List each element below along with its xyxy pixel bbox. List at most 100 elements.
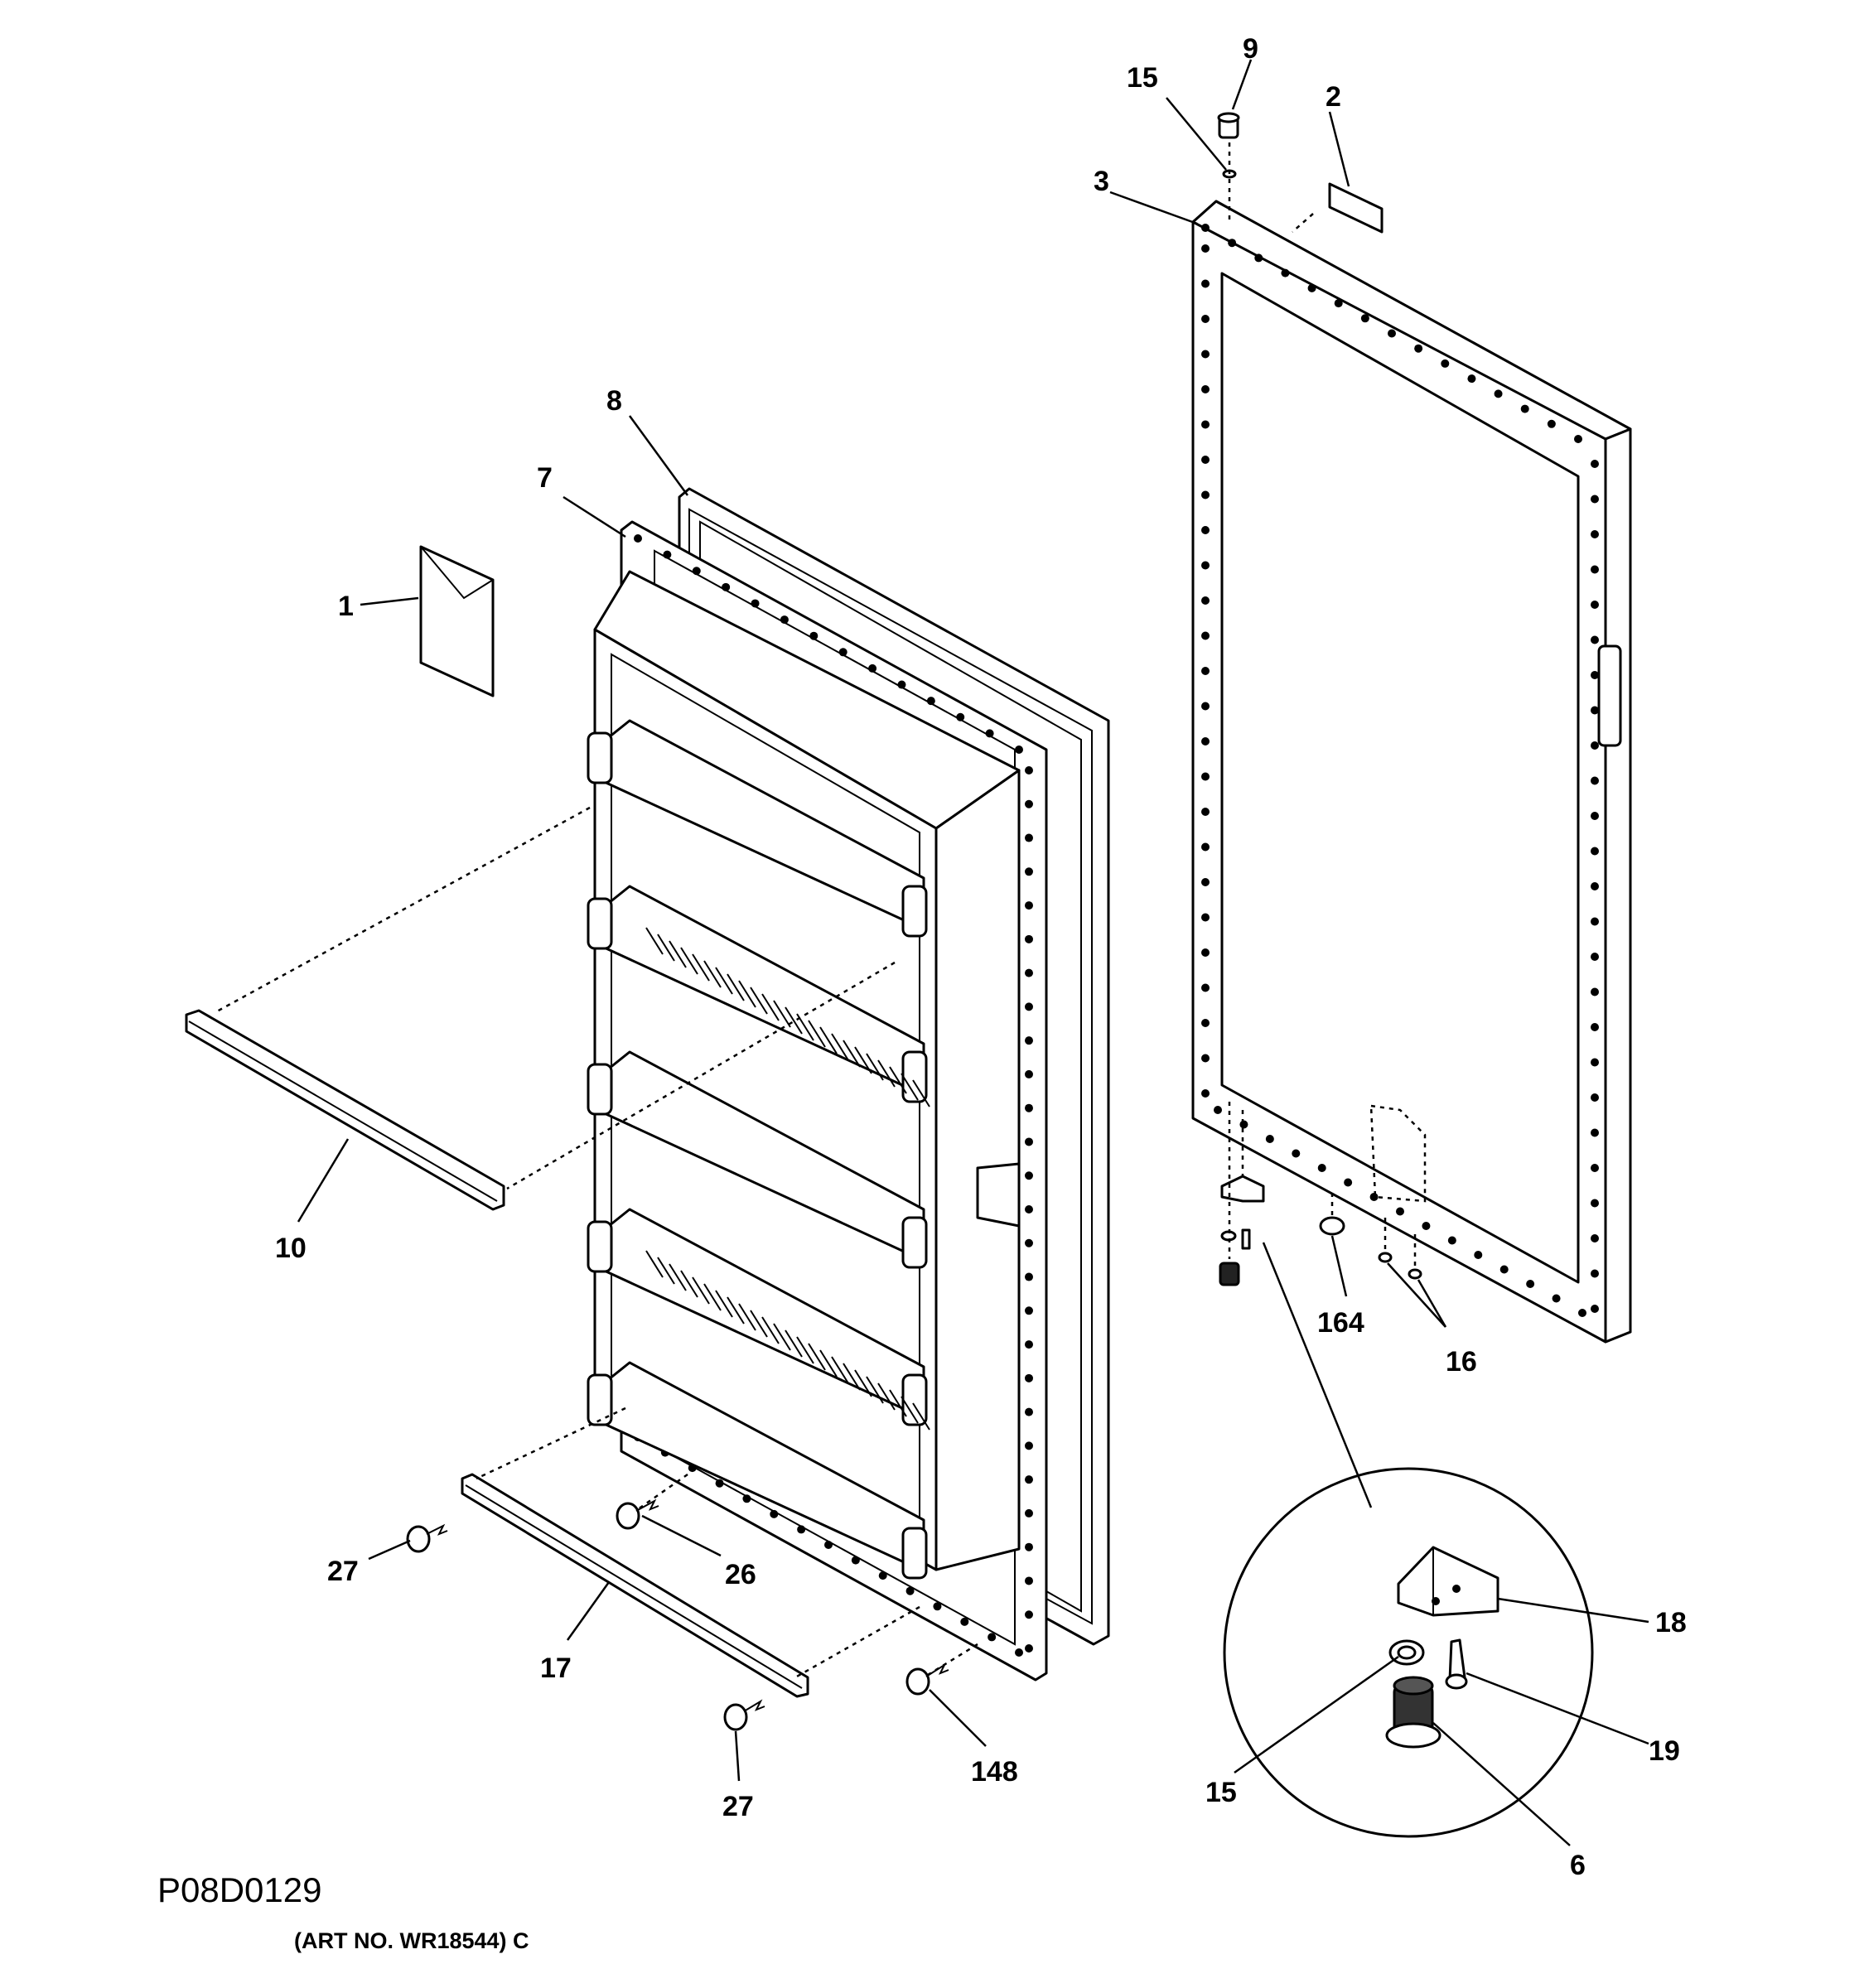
door-liner-shelves bbox=[587, 570, 1021, 1580]
shelf-rib bbox=[843, 1040, 861, 1068]
mounting-hole bbox=[797, 1525, 806, 1534]
shelf-rib bbox=[738, 980, 756, 1008]
mounting-hole bbox=[1591, 706, 1599, 715]
mounting-hole bbox=[1025, 934, 1033, 943]
callout-148: 148 bbox=[971, 1756, 1018, 1788]
mounting-hole bbox=[634, 534, 642, 543]
mounting-hole bbox=[1025, 833, 1033, 842]
callout-10: 10 bbox=[275, 1233, 307, 1264]
mounting-hole bbox=[751, 599, 760, 608]
mounting-hole bbox=[1214, 1106, 1222, 1114]
shelf-rib bbox=[773, 1323, 791, 1351]
shelf-rib bbox=[854, 1046, 872, 1074]
shelf-rib bbox=[819, 1026, 838, 1054]
shelf-bar-17 bbox=[461, 1473, 809, 1698]
mounting-hole bbox=[838, 648, 847, 657]
shelf-rib bbox=[796, 1336, 814, 1364]
shelf-rib bbox=[715, 967, 733, 995]
mounting-hole bbox=[1201, 772, 1210, 781]
mounting-hole bbox=[1201, 420, 1210, 429]
shelf-rib bbox=[785, 1329, 803, 1358]
shelf-rib bbox=[901, 1396, 919, 1424]
callout-7: 7 bbox=[537, 462, 553, 494]
mounting-hole bbox=[985, 729, 994, 738]
mounting-hole bbox=[1201, 1019, 1210, 1027]
mounting-hole bbox=[1591, 882, 1599, 890]
callout-15-detail: 15 bbox=[1205, 1777, 1237, 1808]
mounting-hole bbox=[1591, 953, 1599, 961]
mounting-hole bbox=[1591, 635, 1599, 644]
mounting-hole bbox=[1591, 1269, 1599, 1278]
mounting-hole bbox=[956, 712, 965, 721]
mounting-hole bbox=[1025, 1205, 1033, 1214]
mounting-hole bbox=[1025, 1508, 1033, 1518]
mounting-hole bbox=[1025, 968, 1033, 977]
mounting-hole bbox=[1388, 329, 1396, 338]
mounting-hole bbox=[1201, 279, 1210, 288]
mounting-hole bbox=[1467, 374, 1476, 384]
mounting-hole bbox=[1025, 1441, 1033, 1450]
mounting-hole bbox=[1360, 314, 1369, 323]
shelf-rib bbox=[877, 1382, 896, 1411]
mounting-hole bbox=[1369, 1193, 1379, 1201]
diagram-code: P08D0129 bbox=[157, 1870, 322, 1909]
mounting-hole bbox=[1414, 344, 1423, 353]
mounting-hole bbox=[1025, 799, 1033, 808]
shelf-rib bbox=[877, 1059, 896, 1088]
shelf-rib bbox=[657, 1257, 675, 1285]
mounting-hole bbox=[1025, 1610, 1033, 1619]
mounting-hole bbox=[1591, 530, 1599, 538]
mounting-hole bbox=[824, 1541, 833, 1549]
mounting-hole bbox=[1547, 419, 1556, 428]
shelf-rib bbox=[692, 1276, 710, 1305]
mounting-hole bbox=[1591, 1128, 1599, 1137]
mounting-hole bbox=[1591, 1199, 1599, 1208]
mounting-hole bbox=[1201, 948, 1210, 957]
shelf-rib bbox=[727, 973, 745, 1001]
mounting-hole bbox=[1591, 1164, 1599, 1172]
callout-26: 26 bbox=[725, 1559, 756, 1590]
mounting-hole bbox=[1201, 596, 1210, 605]
shelf-end-cap bbox=[587, 1063, 613, 1116]
mounting-hole bbox=[1201, 385, 1210, 393]
mounting-hole bbox=[1201, 526, 1210, 534]
mounting-hole bbox=[1201, 667, 1210, 675]
shelf-rib bbox=[889, 1389, 907, 1417]
mounting-hole bbox=[1520, 404, 1529, 413]
callout-8: 8 bbox=[606, 385, 622, 417]
shelf-rib bbox=[750, 1310, 768, 1338]
shelf-end-cap bbox=[587, 1373, 613, 1426]
shelf-rib bbox=[819, 1349, 838, 1378]
shelf-rib bbox=[866, 1376, 884, 1404]
mounting-hole bbox=[1441, 359, 1450, 368]
shelf-rib bbox=[669, 1263, 687, 1291]
mounting-hole bbox=[780, 615, 789, 625]
mounting-hole bbox=[1591, 495, 1599, 504]
mounting-hole bbox=[809, 631, 819, 640]
mounting-hole bbox=[1307, 283, 1316, 292]
shelf-end-cap bbox=[901, 885, 928, 938]
callout-numbers: 1 2 3 9 15 8 7 10 27 26 17 27 148 164 16… bbox=[275, 33, 1687, 1881]
mounting-hole bbox=[1201, 808, 1210, 816]
shelf-rib bbox=[750, 987, 768, 1015]
mounting-hole bbox=[1025, 1036, 1033, 1045]
callout-6: 6 bbox=[1570, 1850, 1586, 1881]
mounting-hole bbox=[1025, 1238, 1033, 1247]
mounting-hole bbox=[988, 1633, 997, 1642]
mounting-hole bbox=[1499, 1265, 1509, 1274]
mounting-hole bbox=[1201, 490, 1210, 499]
mounting-hole bbox=[1591, 1305, 1599, 1313]
mounting-hole bbox=[1025, 1272, 1033, 1281]
shelf-rib bbox=[773, 1000, 791, 1028]
callout-2: 2 bbox=[1326, 81, 1341, 113]
shelf-rib bbox=[761, 1316, 780, 1344]
alignment-lines bbox=[215, 142, 1417, 1679]
mounting-hole bbox=[1591, 1234, 1599, 1242]
screw-148 bbox=[905, 1662, 949, 1696]
mounting-hole bbox=[1025, 867, 1033, 876]
mounting-hole bbox=[1201, 702, 1210, 711]
mounting-hole bbox=[1334, 299, 1343, 308]
mounting-hole bbox=[1201, 878, 1210, 886]
screw-27-bottom bbox=[723, 1699, 765, 1731]
shelf-rib bbox=[703, 960, 722, 988]
